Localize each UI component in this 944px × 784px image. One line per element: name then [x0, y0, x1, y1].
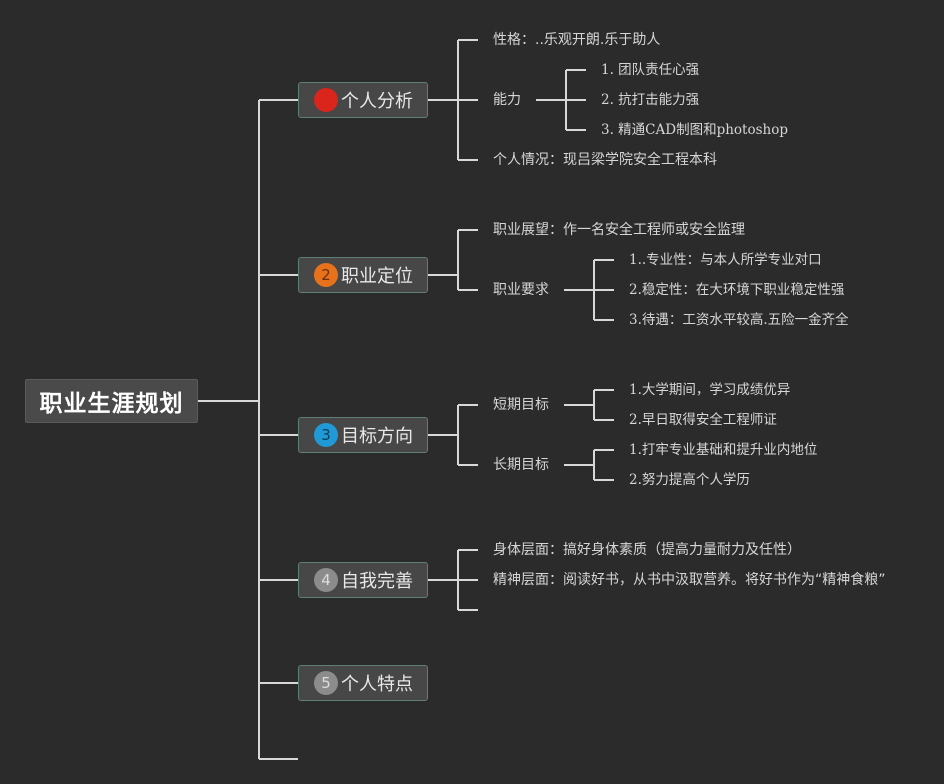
- badge-4-icon: 4: [314, 568, 338, 592]
- leaf-career-requirements[interactable]: 职业要求: [493, 282, 549, 298]
- badge-1-icon: 1: [314, 88, 338, 112]
- leaf-long-term-item[interactable]: 1.打牢专业基础和提升业内地位: [629, 442, 818, 458]
- root-topic[interactable]: 职业生涯规划: [25, 379, 198, 423]
- leaf-long-term-goal[interactable]: 长期目标: [493, 457, 549, 473]
- leaf-ability[interactable]: 能力: [493, 92, 521, 108]
- topic-label: 目标方向: [341, 426, 413, 447]
- root-topic-label: 职业生涯规划: [39, 391, 184, 417]
- leaf-ability-item[interactable]: 1. 团队责任心强: [601, 62, 700, 78]
- leaf-long-term-item[interactable]: 2.努力提高个人学历: [629, 472, 750, 488]
- topic-self-improvement[interactable]: 4 自我完善: [298, 562, 428, 598]
- leaf-mental-level[interactable]: 精神层面：阅读好书，从书中汲取营养。将好书作为“精神食粮”: [493, 572, 886, 588]
- leaf-ability-item[interactable]: 3. 精通CAD制图和photoshop: [601, 122, 788, 138]
- leaf-short-term-item[interactable]: 1.大学期间，学习成绩优异: [629, 382, 791, 398]
- topic-label: 职业定位: [341, 266, 413, 287]
- leaf-short-term-item[interactable]: 2.早日取得安全工程师证: [629, 412, 777, 428]
- leaf-requirement-item[interactable]: 1..专业性：与本人所学专业对口: [629, 252, 822, 268]
- topic-label: 自我完善: [341, 571, 413, 592]
- topic-label: 个人特点: [341, 674, 413, 695]
- leaf-requirement-item[interactable]: 2.稳定性：在大环境下职业稳定性强: [629, 282, 845, 298]
- badge-2-icon: 2: [314, 263, 338, 287]
- leaf-ability-item[interactable]: 2. 抗打击能力强: [601, 92, 700, 108]
- leaf-physical-level[interactable]: 身体层面：搞好身体素质（提高力量耐力及任性）: [493, 542, 801, 558]
- topic-career-positioning[interactable]: 2 职业定位: [298, 257, 428, 293]
- topic-personal-analysis[interactable]: 1 个人分析: [298, 82, 428, 118]
- leaf-requirement-item[interactable]: 3.待遇：工资水平较高.五险一金齐全: [629, 312, 849, 328]
- leaf-personal-status[interactable]: 个人情况：现吕梁学院安全工程本科: [493, 152, 717, 168]
- leaf-short-term-goal[interactable]: 短期目标: [493, 397, 549, 413]
- badge-3-icon: 3: [314, 423, 338, 447]
- leaf-career-outlook[interactable]: 职业展望：作一名安全工程师或安全监理: [493, 222, 745, 238]
- badge-5-icon: 5: [314, 671, 338, 695]
- leaf-personality[interactable]: 性格：..乐观开朗.乐于助人: [493, 32, 661, 48]
- topic-label: 个人分析: [341, 91, 413, 112]
- topic-personal-traits[interactable]: 5 个人特点: [298, 665, 428, 701]
- topic-goal-direction[interactable]: 3 目标方向: [298, 417, 428, 453]
